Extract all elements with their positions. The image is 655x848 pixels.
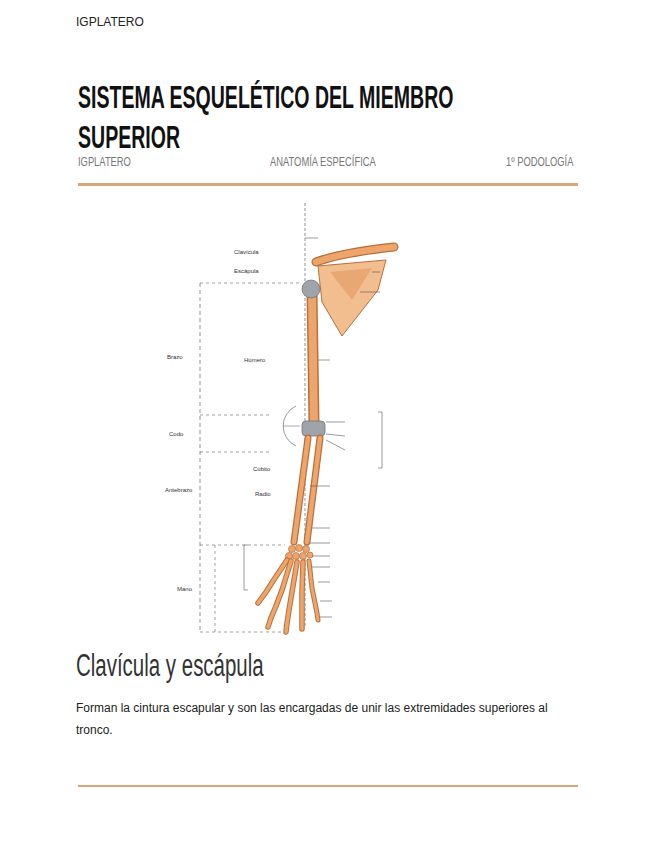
bone-label: Clavícula: [233, 249, 260, 256]
bone-illustration: [312, 556, 330, 557]
bone-illustration: [302, 562, 303, 629]
bone-illustration: [312, 567, 330, 568]
bone-illustration: [200, 545, 285, 546]
bone-illustration: [318, 360, 330, 361]
bone-illustration: [289, 546, 296, 553]
bone-illustration: [200, 415, 270, 416]
body-text: Forman la cintura escapular y son las en…: [76, 697, 586, 741]
bone-illustration: [372, 272, 380, 273]
bone-label: Cúbito: [252, 466, 271, 473]
bone-illustration: [305, 238, 318, 239]
bone-illustration: [309, 561, 318, 620]
section-heading: Clavícula y escápula: [76, 648, 264, 684]
bone-illustration: [330, 268, 372, 300]
author-tag: IGPLATERO: [78, 156, 131, 170]
orange-rule: [78, 183, 578, 186]
region-label: Mano: [176, 586, 193, 593]
bone-illustration: [286, 562, 297, 632]
bone-illustration: [283, 426, 300, 427]
bone-illustration: [312, 292, 314, 424]
bone-illustration: [312, 528, 330, 529]
bone-illustration: [200, 283, 201, 632]
bone-label: Radio: [254, 491, 272, 498]
bone-illustration: [307, 552, 313, 558]
bone-illustration: [318, 582, 330, 583]
bone-illustration: [302, 421, 325, 436]
bone-illustration: [310, 543, 330, 544]
bone-illustration: [303, 546, 310, 553]
bone-label: Húmero: [243, 357, 266, 364]
bone-illustration: [316, 247, 394, 262]
bone-illustration: [320, 617, 332, 618]
bone-illustration: [215, 545, 216, 632]
bone-illustration: [302, 562, 303, 629]
bone-illustration: [200, 452, 270, 453]
bone-illustration: [378, 412, 382, 468]
bone-illustration: [326, 440, 345, 450]
bone-illustration: [326, 422, 345, 423]
bone-illustration: [294, 438, 308, 542]
bone-illustration: [293, 553, 300, 560]
section-rules: [78, 183, 578, 787]
running-header: IGPLATERO: [76, 16, 144, 30]
region-label: Codo: [168, 431, 184, 438]
region-label: Antebrazo: [164, 487, 193, 494]
bone-illustration: [286, 562, 297, 632]
bone-illustration: [360, 292, 380, 293]
bone-illustration: [200, 283, 300, 284]
bone-label: Escápula: [233, 268, 260, 275]
bone-illustration: [294, 438, 308, 542]
subject-tag: ANATOMÍA ESPECÍFICA: [270, 156, 376, 170]
orange-rule: [78, 785, 578, 787]
course-tag: 1º PODOLOGÍA: [506, 156, 573, 170]
bone-illustration: [244, 238, 382, 617]
skeleton-illustration: [200, 203, 394, 632]
region-label: Brazo: [166, 354, 184, 361]
bone-illustration: [318, 260, 386, 336]
document-title: SISTEMA ESQUELÉTICO DEL MIEMBRO SUPERIOR: [78, 78, 481, 158]
bone-illustration: [200, 632, 290, 633]
bone-illustration: [296, 545, 303, 552]
bone-illustration: [326, 434, 345, 436]
bone-illustration: [258, 560, 318, 632]
bone-illustration: [312, 292, 314, 424]
bone-illustration: [320, 601, 332, 602]
bone-illustration: [310, 486, 330, 487]
bone-illustration: [316, 247, 394, 262]
bone-illustration: [309, 561, 318, 620]
bone-illustration: [286, 545, 314, 560]
bone-illustration: [244, 545, 248, 590]
bone-illustration: [302, 280, 320, 298]
bone-illustration: [300, 553, 307, 560]
